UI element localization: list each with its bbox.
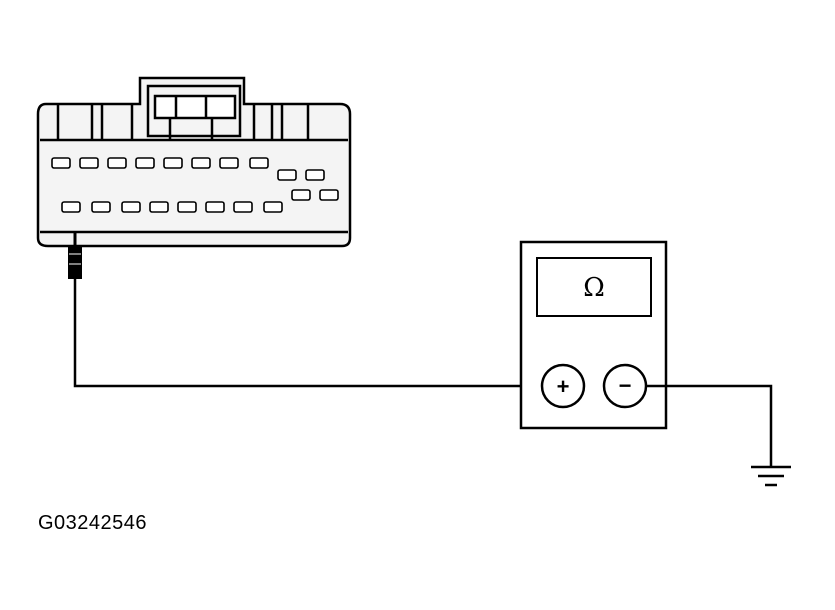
pin-cavity	[61, 201, 81, 213]
test-probe	[68, 232, 82, 279]
negative-terminal-label: −	[619, 373, 632, 398]
pin-cavity	[219, 157, 239, 169]
pin-cavity	[149, 201, 169, 213]
ohmmeter: Ω + −	[519, 240, 668, 430]
test-lead-negative	[646, 384, 773, 466]
ground-symbol	[751, 465, 791, 487]
pin-cavity	[135, 157, 155, 169]
pin-cavity	[91, 201, 111, 213]
connector-pins	[51, 157, 339, 213]
meter-display	[536, 257, 652, 317]
pin-cavity	[319, 189, 339, 201]
pin-cavity	[205, 201, 225, 213]
pin-cavity	[107, 157, 127, 169]
pin-cavity	[249, 157, 269, 169]
pin-cavity	[305, 169, 325, 181]
pin-cavity	[233, 201, 253, 213]
pin-cavity	[277, 169, 297, 181]
figure-id: G03242546	[38, 512, 148, 534]
ohm-symbol: Ω	[583, 273, 605, 303]
pin-cavity	[163, 157, 183, 169]
pin-cavity	[191, 157, 211, 169]
test-lead-positive	[73, 279, 541, 388]
positive-terminal	[540, 363, 586, 409]
pin-cavity	[51, 157, 71, 169]
pin-cavity	[121, 201, 141, 213]
pin-cavity	[291, 189, 311, 201]
pin-cavity	[263, 201, 283, 213]
pin-cavity	[79, 157, 99, 169]
positive-terminal-label: +	[557, 374, 570, 399]
pin-cavity	[177, 201, 197, 213]
